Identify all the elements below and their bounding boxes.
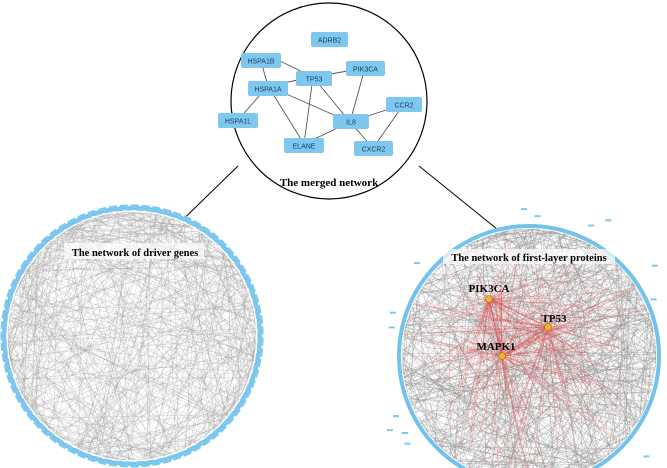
hub-node-pik3ca (485, 295, 493, 303)
gene-node-hspa1a: HSPA1A (248, 81, 288, 96)
svg-text:PIK3CA: PIK3CA (353, 67, 378, 74)
first-layer-hub-edges (404, 233, 640, 468)
driver-genes-network: The network of driver genes (0, 204, 264, 468)
hub-node-mapk1 (498, 352, 506, 360)
hub-label-mapk1: MAPK1 (476, 341, 515, 353)
driver-genes-title: The network of driver genes (72, 248, 198, 259)
gene-node-ccr2: CCR2 (386, 97, 422, 112)
driver-genes-node-ring (0, 204, 264, 468)
svg-text:ELANE: ELANE (293, 144, 316, 151)
hub-label-tp53: TP53 (541, 313, 567, 325)
svg-text:ADRB2: ADRB2 (318, 38, 341, 45)
hub-label-pik3ca: PIK3CA (469, 283, 510, 295)
gene-node-cxcr2: CXCR2 (354, 141, 393, 156)
gene-node-hspa1l: HSPA1L (218, 113, 258, 128)
first-layer-outlier-nodes (386, 208, 658, 458)
svg-text:HSPA1B: HSPA1B (247, 59, 274, 66)
driver-genes-edges (7, 211, 257, 461)
merged-network: ADRB2 HSPA1B TP53 PIK3CA HSPA1A CCR2 (218, 2, 428, 200)
svg-text:HSPA1A: HSPA1A (254, 87, 281, 94)
svg-text:HSPA1L: HSPA1L (225, 119, 251, 126)
first-layer-hubs: PIK3CA TP53 MAPK1 (469, 283, 567, 360)
first-layer-title: The network of first-layer proteins (451, 253, 606, 264)
svg-text:TP53: TP53 (306, 77, 323, 84)
svg-text:CXCR2: CXCR2 (362, 147, 386, 154)
gene-node-adrb2: ADRB2 (311, 32, 348, 47)
svg-text:CCR2: CCR2 (394, 103, 413, 110)
gene-node-hspa1b: HSPA1B (241, 53, 281, 68)
hub-node-tp53 (544, 323, 552, 331)
gene-node-il8: IL8 (333, 114, 369, 129)
svg-text:IL8: IL8 (346, 120, 356, 127)
gene-node-tp53: TP53 (296, 71, 332, 86)
first-layer-network: The network of first-layer proteins PIK3… (386, 208, 661, 468)
gene-node-elane: ELANE (284, 138, 324, 153)
merged-network-title: The merged network (280, 177, 379, 189)
gene-node-pik3ca: PIK3CA (346, 61, 385, 76)
merged-network-nodes: ADRB2 HSPA1B TP53 PIK3CA HSPA1A CCR2 (218, 32, 422, 156)
